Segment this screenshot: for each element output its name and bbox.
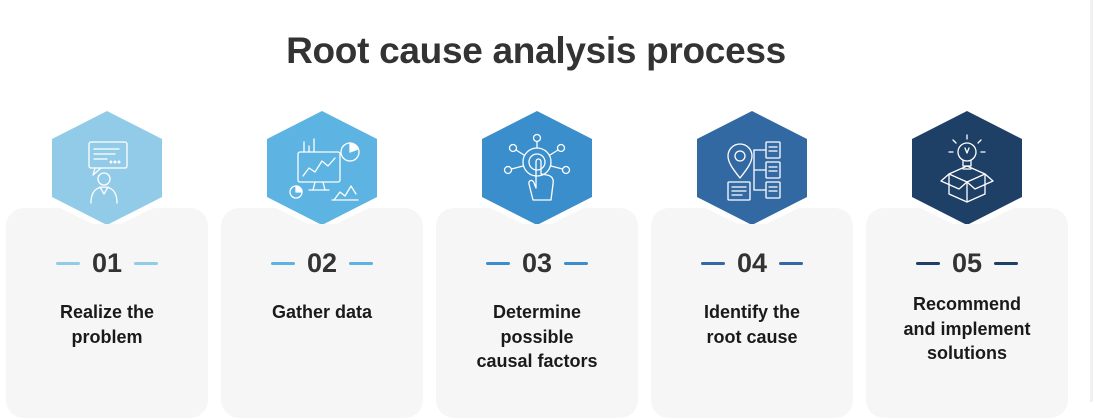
step-label: Identify the root cause — [661, 300, 843, 349]
step-label-line: Determine — [492, 302, 582, 322]
dash-right — [994, 261, 1019, 265]
touch-network-icon — [503, 133, 571, 201]
step-card — [866, 208, 1068, 418]
step-label-line: Gather data — [271, 302, 373, 322]
dash-left — [270, 261, 295, 265]
step-label-line: and implement — [903, 318, 1031, 339]
step-number-row: 01 — [6, 244, 208, 282]
step-number: 05 — [951, 248, 983, 278]
step-label-line: Identify the — [703, 302, 800, 322]
person-speech-bubble-icon — [88, 141, 128, 204]
dash-right — [779, 261, 804, 265]
step-label-line: possible — [500, 326, 574, 347]
step-number: 02 — [306, 248, 338, 278]
step-label-line: Recommend — [912, 294, 1022, 314]
dash-right — [134, 261, 159, 265]
right-edge-divider — [1090, 0, 1093, 402]
step-number-row: 03 — [436, 244, 638, 282]
step-label: Recommend and implement solutions — [876, 292, 1058, 366]
step-number-row: 04 — [651, 244, 853, 282]
page-title: Root cause analysis process — [286, 30, 786, 71]
data-charts-icon — [289, 138, 360, 201]
step-number: 03 — [521, 248, 553, 278]
lightbulb-box-icon — [940, 134, 994, 203]
dash-left — [700, 261, 725, 265]
step-label-line: solutions — [927, 343, 1007, 363]
process-steps: 01 Realize the problem — [6, 0, 1068, 418]
process-step: 03 Determine possible causal factors — [436, 0, 638, 418]
step-label: Realize the problem — [16, 300, 198, 349]
step-label-line: Realize the — [59, 302, 155, 322]
dash-left — [55, 261, 80, 265]
step-hexagon — [37, 104, 177, 224]
process-step: 05 Recommend and implement solutions — [866, 0, 1068, 418]
step-label-line: problem — [71, 326, 143, 347]
step-label-line: root cause — [706, 326, 798, 347]
step-number-row: 02 — [221, 244, 423, 282]
step-hexagon — [252, 104, 392, 224]
dash-left — [485, 261, 510, 265]
process-step: 02 Gather data — [221, 0, 423, 418]
step-number: 01 — [91, 248, 123, 278]
step-number-row: 05 — [866, 244, 1068, 282]
process-step: 01 Realize the problem — [6, 0, 208, 418]
step-card — [651, 208, 853, 418]
dash-right — [564, 261, 589, 265]
dash-right — [349, 261, 374, 265]
dash-left — [915, 261, 940, 265]
step-hexagon — [682, 104, 822, 224]
step-card — [221, 208, 423, 418]
step-label: Gather data — [231, 300, 413, 325]
step-number: 04 — [736, 248, 768, 278]
step-card — [6, 208, 208, 418]
location-pin-document-tree-icon — [727, 141, 781, 201]
step-hexagon — [467, 104, 607, 224]
step-card — [436, 208, 638, 418]
process-step: 04 Identify the root cause — [651, 0, 853, 418]
step-label-line: causal factors — [476, 351, 598, 371]
step-hexagon — [897, 104, 1037, 224]
step-label: Determine possible causal factors — [446, 300, 628, 374]
